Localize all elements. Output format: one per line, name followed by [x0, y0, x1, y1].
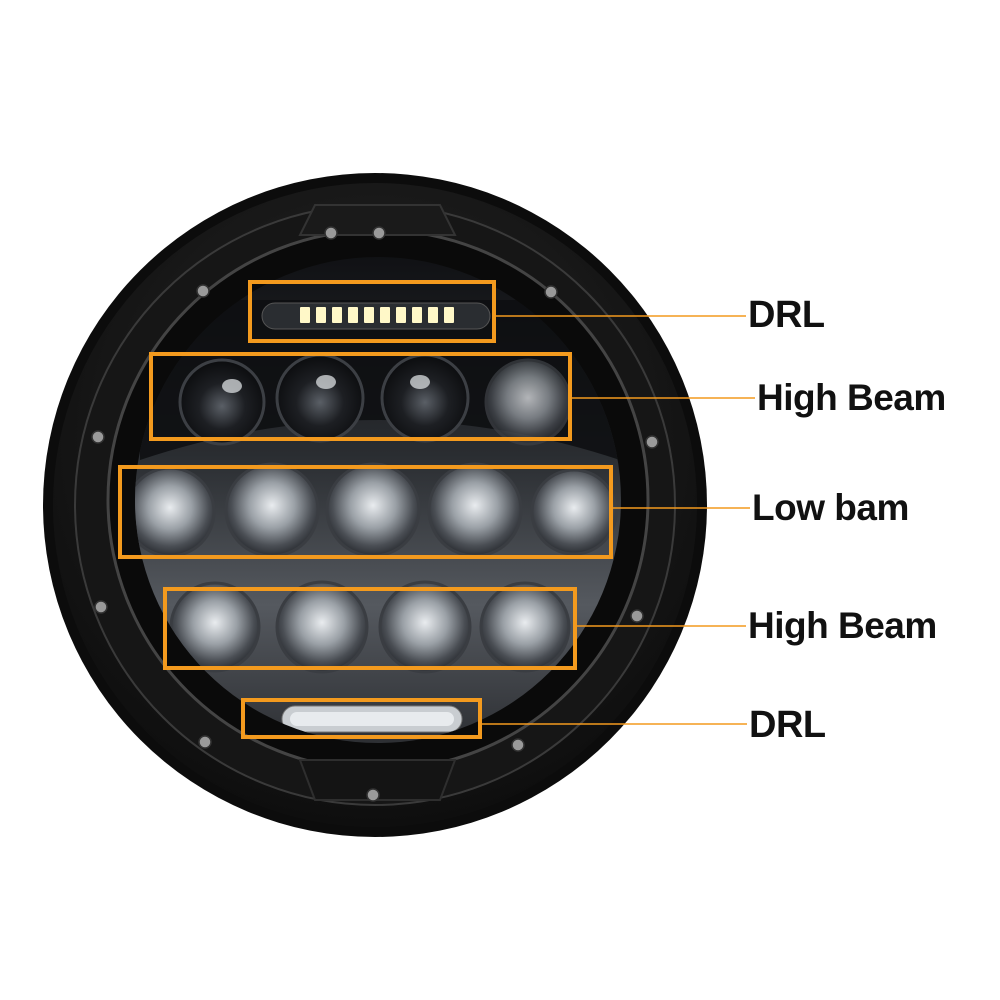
high-beam-bottom-lenses	[169, 580, 571, 674]
high-beam-top-box	[149, 352, 572, 441]
low-beam-lenses	[135, 462, 618, 558]
drl-top-strip	[261, 302, 491, 330]
high-beam-top-lenses	[178, 353, 572, 446]
drl-top-label: DRL	[748, 294, 825, 336]
housing-screws	[91, 226, 659, 802]
drl-top-box	[248, 280, 496, 343]
low-beam-label: Low bam	[752, 487, 909, 528]
high-beam-bottom-box	[163, 587, 577, 670]
callout-boxes	[118, 280, 613, 739]
low-beam-box	[118, 465, 613, 559]
lens-face	[135, 257, 621, 743]
high-beam-top-label: High Beam	[757, 377, 946, 418]
drl-bottom-label: DRL	[749, 704, 826, 746]
drl-bottom-box	[241, 698, 482, 739]
leader-lines	[480, 315, 755, 725]
high-beam-bottom-label: High Beam	[748, 605, 937, 646]
drl-bottom-strip	[281, 705, 463, 733]
